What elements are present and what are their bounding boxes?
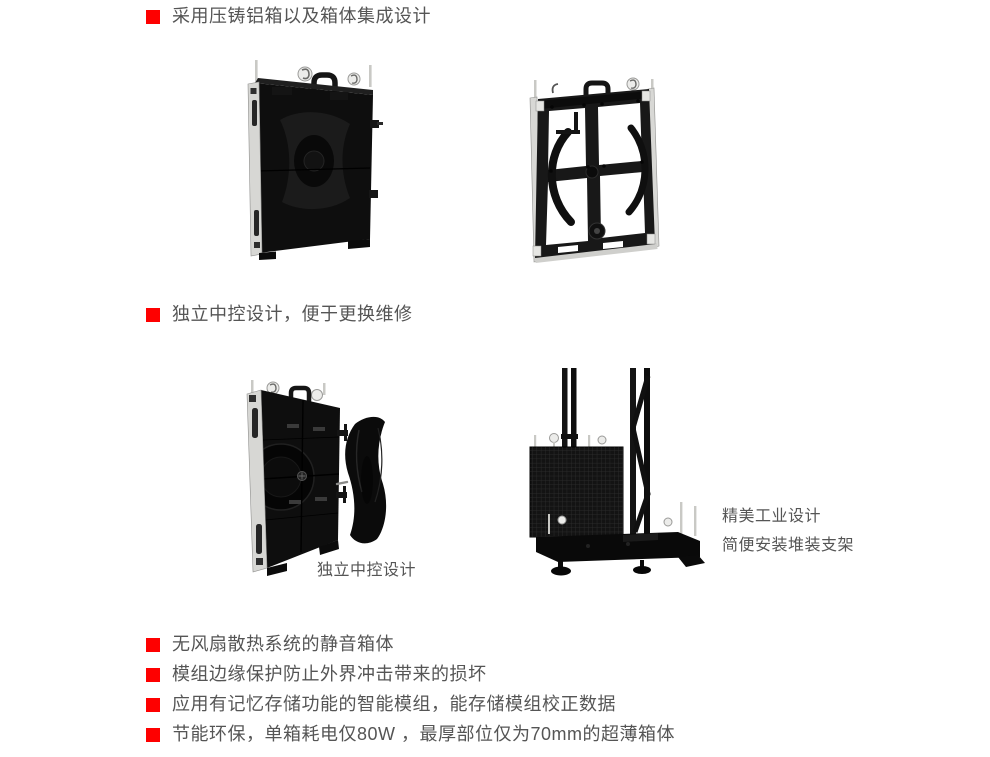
caption-center-control: 独立中控设计 [317, 562, 417, 579]
red-square-bullet-icon [146, 697, 160, 712]
feature-text: 采用压铸铝箱以及箱体集成设计 [172, 6, 431, 26]
feature-bullet-4: 模组边缘保护防止外界冲击带来的损坏 [146, 663, 487, 685]
red-square-bullet-icon [146, 667, 160, 682]
stacking-bracket-figure [529, 368, 705, 576]
caption-industrial-design: 精美工业设计 简便安装堆装支架 [722, 502, 854, 560]
feature-text: 应用有记忆存储功能的智能模组，能存储模组校正数据 [172, 694, 616, 714]
cabinet-control-module-figure [246, 380, 387, 576]
feature-bullet-6: 节能环保，单箱耗电仅80W ，最厚部位仅为70mm的超薄箱体 [146, 723, 675, 745]
feature-text: 无风扇散热系统的静音箱体 [172, 634, 394, 654]
red-square-bullet-icon [146, 307, 160, 322]
feature-text: 独立中控设计，便于更换维修 [172, 304, 413, 324]
red-square-bullet-icon [146, 727, 160, 742]
feature-bullet-5: 应用有记忆存储功能的智能模组，能存储模组校正数据 [146, 693, 616, 715]
feature-bullet-1: 采用压铸铝箱以及箱体集成设计 [146, 5, 431, 27]
feature-text: 模组边缘保护防止外界冲击带来的损坏 [172, 664, 487, 684]
caption-industrial-design-line1: 精美工业设计 [722, 508, 822, 525]
cabinet-frame-figure [529, 77, 660, 263]
feature-text: 节能环保，单箱耗电仅80W ，最厚部位仅为70mm的超薄箱体 [172, 724, 676, 744]
feature-bullet-2: 独立中控设计，便于更换维修 [146, 303, 413, 325]
red-square-bullet-icon [146, 637, 160, 652]
feature-bullet-3: 无风扇散热系统的静音箱体 [146, 633, 394, 655]
caption-industrial-design-line2: 简便安装堆装支架 [722, 537, 855, 554]
red-square-bullet-icon [146, 9, 160, 24]
cabinet-rear-figure [247, 60, 383, 260]
